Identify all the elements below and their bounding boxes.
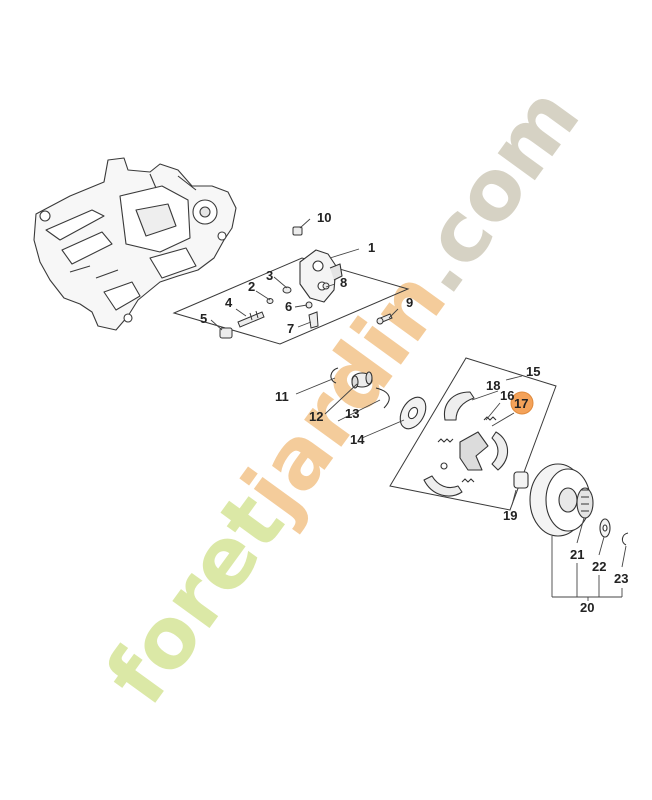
callout-15[interactable]: 15 [526,364,540,379]
callout-20[interactable]: 20 [580,600,594,615]
callout-2[interactable]: 2 [248,279,255,294]
oil-pump-group-box [172,257,410,345]
callout-5[interactable]: 5 [200,311,207,326]
clutch-washers-illustration [330,367,427,430]
callout-18[interactable]: 18 [486,378,500,393]
callout-labels: 1 2 3 4 5 6 7 8 9 10 11 12 13 14 15 16 1… [200,210,628,615]
watermark-part-com: .com [386,69,599,310]
watermark-part-foret: foret [87,476,303,722]
callout-21[interactable]: 21 [570,547,584,562]
callout-10[interactable]: 10 [317,210,331,225]
callout-12[interactable]: 12 [309,409,323,424]
callout-8[interactable]: 8 [340,275,347,290]
callout-3[interactable]: 3 [266,268,273,283]
callout-16[interactable]: 16 [500,388,514,403]
callout-11[interactable]: 11 [275,389,289,404]
oil-pump-small-parts [219,226,393,339]
callout-17[interactable]: 17 [514,396,528,411]
highlight-marker-17 [510,391,534,415]
callout-22[interactable]: 22 [592,559,606,574]
callout-4[interactable]: 4 [225,295,233,310]
sprocket-drum-illustration [513,463,629,546]
leader-lines [210,218,627,601]
clutch-group-box [389,357,557,511]
callout-7[interactable]: 7 [287,321,294,336]
callout-23[interactable]: 23 [614,571,628,586]
callout-13[interactable]: 13 [345,406,359,421]
clutch-shoes-illustration [423,391,509,497]
callout-6[interactable]: 6 [285,299,292,314]
crankcase-housing-illustration [33,157,237,331]
callout-1[interactable]: 1 [368,240,375,255]
callout-14[interactable]: 14 [350,432,365,447]
callout-9[interactable]: 9 [406,295,413,310]
oil-pump-body-illustration [299,249,343,303]
callout-19[interactable]: 19 [503,508,517,523]
